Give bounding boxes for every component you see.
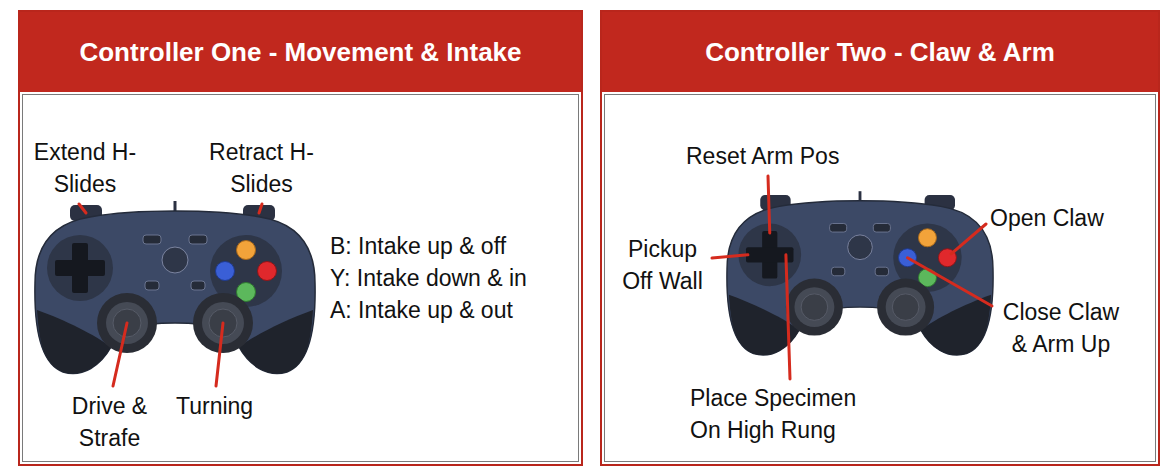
leader-line [79, 204, 86, 213]
control-label: Extend H-Slides [30, 136, 140, 200]
analog-stick-cap [801, 294, 828, 321]
panel-heading: Controller One - Movement & Intake [79, 37, 521, 68]
control-label: Place Specimen On High Rung [690, 382, 880, 446]
gamepad [727, 191, 993, 355]
center-button [832, 267, 845, 276]
dpad-ring [47, 235, 113, 301]
panel-heading: Controller Two - Claw & Arm [705, 37, 1055, 68]
header-band: Controller One - Movement & Intake [20, 12, 581, 92]
center-button [145, 281, 159, 290]
control-label: Turning [176, 390, 253, 422]
gamepad [35, 201, 315, 373]
analog-stick [794, 287, 834, 327]
center-button [191, 281, 205, 290]
control-label: Close Claw & Arm Up [995, 296, 1127, 360]
dpad-cross [55, 260, 105, 276]
analog-stick-base [877, 279, 934, 336]
leader-line [768, 176, 770, 233]
analog-stick-base [786, 279, 843, 336]
center-button [189, 235, 207, 244]
gamepad-body [727, 201, 993, 355]
leader-line [113, 323, 127, 386]
logo-badge [848, 235, 873, 260]
center-button [143, 235, 161, 244]
center-button [875, 267, 888, 276]
gamepad-body [35, 211, 315, 373]
leader-line [216, 323, 223, 386]
control-label: Open Claw [990, 202, 1104, 234]
control-label: Reset Arm Pos [686, 140, 839, 172]
analog-stick [886, 287, 926, 327]
leader-line [259, 204, 262, 213]
b-button [258, 262, 277, 281]
center-button [830, 224, 847, 233]
leader-line [908, 258, 993, 306]
control-label: B: Intake up & off [330, 230, 506, 262]
control-label: A: Intake up & out [330, 294, 513, 326]
logo-badge [162, 247, 188, 273]
leader-line [951, 224, 986, 254]
analog-stick-cap [892, 294, 919, 321]
control-label: Y: Intake down & in [330, 262, 527, 294]
y-button [237, 241, 256, 260]
x-button [216, 262, 235, 281]
header-band: Controller Two - Claw & Arm [602, 12, 1158, 92]
control-label: Retract H-Slides [204, 136, 319, 200]
control-label: Pickup Off Wall [610, 233, 715, 297]
control-label: Drive & Strafe [62, 390, 157, 454]
y-button [918, 229, 936, 247]
leader-line [786, 255, 790, 379]
leader-line [712, 255, 748, 258]
center-button [873, 224, 890, 233]
